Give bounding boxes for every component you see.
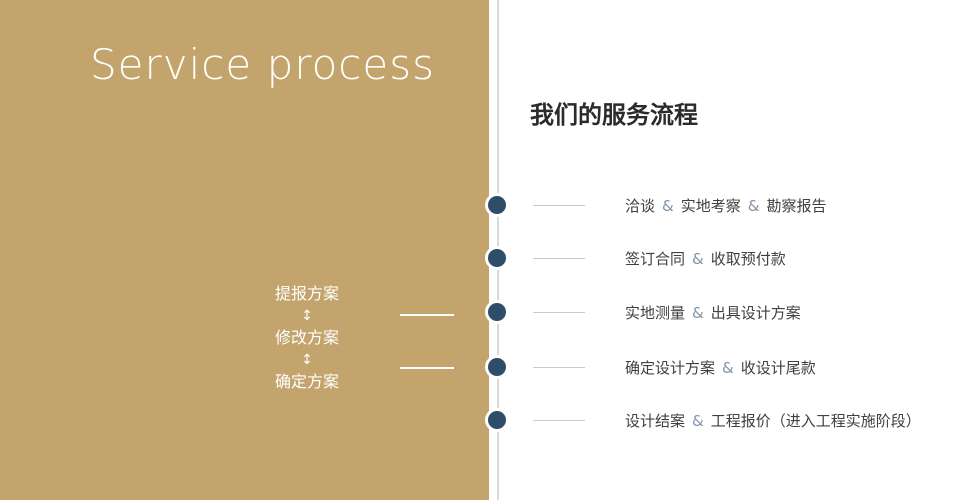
step-text: 确定设计方案&收设计尾款 bbox=[625, 357, 816, 378]
ampersand: & bbox=[662, 196, 674, 215]
plan-step: 提报方案 bbox=[274, 284, 339, 303]
step-text: 洽谈&实地考察&勘察报告 bbox=[625, 195, 826, 216]
step-connector-line bbox=[533, 419, 585, 421]
timeline-step: 签订合同&收取预付款 bbox=[533, 247, 786, 269]
ampersand: & bbox=[692, 411, 704, 430]
timeline-dot bbox=[488, 411, 506, 429]
step-connector-line bbox=[533, 366, 585, 368]
step-text: 实地测量&出具设计方案 bbox=[625, 302, 801, 323]
ampersand: & bbox=[692, 249, 704, 268]
ampersand: & bbox=[692, 303, 704, 322]
timeline-step: 设计结案&工程报价（进入工程实施阶段） bbox=[533, 409, 921, 431]
page-title: Service process bbox=[90, 40, 435, 89]
timeline-step: 实地测量&出具设计方案 bbox=[533, 301, 801, 323]
step-part: 设计结案 bbox=[625, 411, 686, 430]
step-connector-line bbox=[533, 204, 585, 206]
ampersand: & bbox=[722, 358, 734, 377]
timeline-dot bbox=[488, 249, 506, 267]
step-part: 洽谈 bbox=[625, 196, 656, 215]
white-connector-line bbox=[400, 314, 454, 316]
timeline-dot bbox=[488, 303, 506, 321]
step-part: 签订合同 bbox=[625, 249, 686, 268]
step-part: 收取预付款 bbox=[710, 249, 786, 268]
step-part: 收设计尾款 bbox=[740, 358, 816, 377]
step-part: 工程报价（进入工程实施阶段） bbox=[710, 411, 921, 430]
up-down-arrow-icon: ↕ bbox=[301, 308, 313, 324]
white-connector-line bbox=[400, 367, 454, 369]
step-part: 出具设计方案 bbox=[710, 303, 801, 322]
step-part: 勘察报告 bbox=[766, 196, 827, 215]
up-down-arrow-icon: ↕ bbox=[301, 352, 313, 368]
step-text: 设计结案&工程报价（进入工程实施阶段） bbox=[625, 410, 921, 431]
ampersand: & bbox=[747, 196, 760, 215]
timeline-step: 洽谈&实地考察&勘察报告 bbox=[533, 194, 826, 216]
plan-step: 修改方案 bbox=[274, 328, 339, 347]
step-connector-line bbox=[533, 257, 585, 259]
gold-panel bbox=[0, 0, 489, 500]
step-part: 实地考察 bbox=[680, 196, 741, 215]
step-connector-line bbox=[533, 311, 585, 313]
section-heading: 我们的服务流程 bbox=[530, 101, 698, 129]
step-text: 签订合同&收取预付款 bbox=[625, 248, 786, 269]
step-part: 实地测量 bbox=[625, 303, 686, 322]
plan-loop-block: 提报方案 ↕ 修改方案 ↕ 确定方案 bbox=[240, 283, 374, 393]
timeline-dot bbox=[488, 358, 506, 376]
plan-step: 确定方案 bbox=[274, 372, 339, 391]
timeline-dot bbox=[488, 196, 506, 214]
timeline-step: 确定设计方案&收设计尾款 bbox=[533, 356, 816, 378]
step-part: 确定设计方案 bbox=[625, 358, 716, 377]
